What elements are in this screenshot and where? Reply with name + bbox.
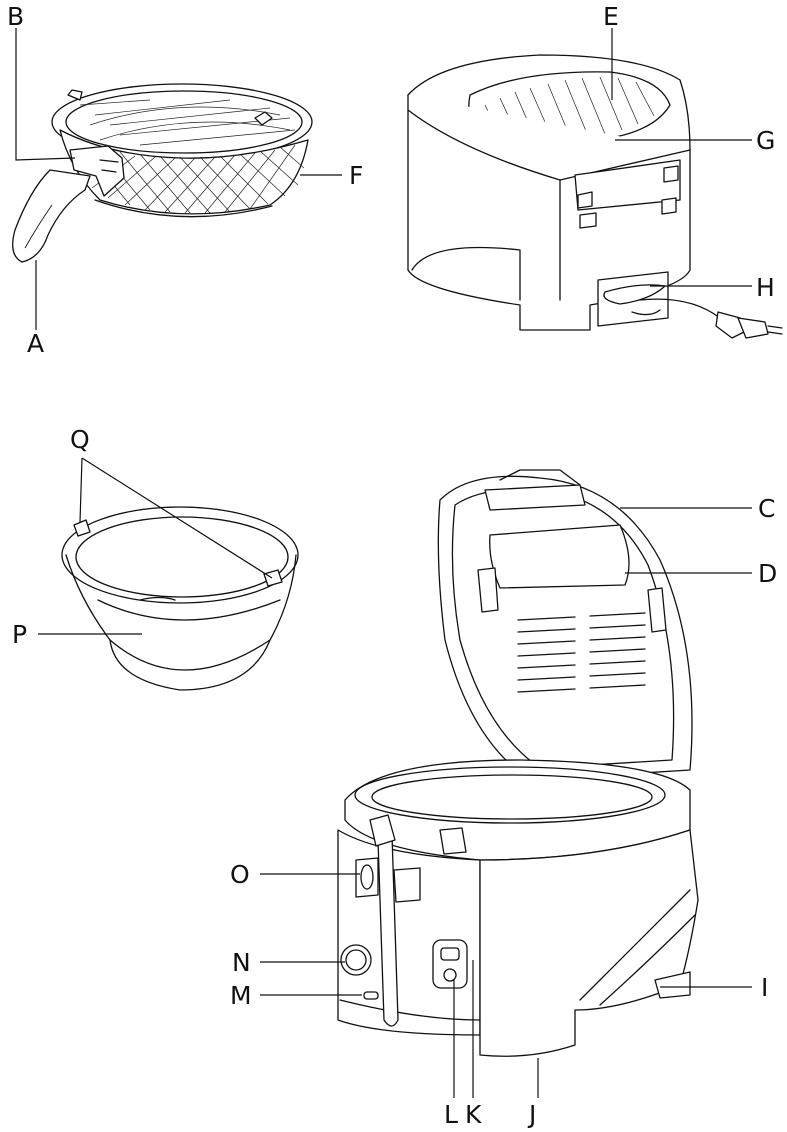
label-B: B [7,2,24,31]
label-P: P [12,620,27,649]
label-D: D [758,559,777,588]
label-L: L [444,1100,458,1129]
label-J: J [527,1100,536,1129]
label-C: C [758,494,775,523]
label-H: H [756,273,775,302]
label-E: E [603,2,619,31]
fryer-open [338,470,698,1056]
label-M: M [230,981,252,1010]
label-K: K [465,1100,482,1129]
label-G: G [756,126,775,155]
label-O: O [230,860,250,889]
oil-container [62,507,298,690]
label-I: I [761,973,768,1002]
fryer-closed [408,55,782,338]
frying-basket [13,84,312,262]
label-Q: Q [70,425,90,454]
label-N: N [232,948,251,977]
label-A: A [27,329,44,358]
label-F: F [349,161,363,190]
